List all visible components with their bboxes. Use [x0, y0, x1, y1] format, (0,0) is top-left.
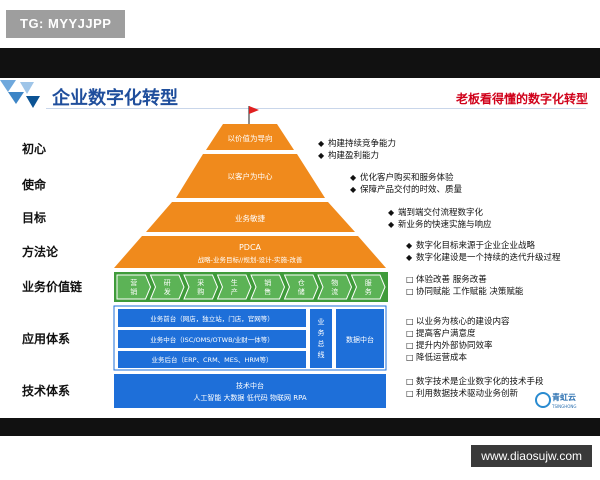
- value-chain-step-label: 务: [365, 287, 372, 296]
- value-chain-step-label: 生: [231, 278, 238, 287]
- top-black-band: [0, 48, 600, 78]
- value-chain-step-label: 物: [331, 278, 338, 287]
- desc-7-item: □利用数据技术驱动业务创新: [406, 389, 519, 399]
- value-chain-step-label: 采: [197, 278, 204, 287]
- value-chain-step-label: 流: [331, 287, 338, 296]
- desc-5-item: □协同赋能 工作赋能 决策赋能: [406, 287, 524, 297]
- bus-text-char: 业: [318, 317, 325, 326]
- value-chain-step-label: 发: [164, 287, 171, 296]
- tier-method-title: PDCA: [239, 243, 262, 252]
- pyramid-diagram: 以价值为导向 以客户为中心 业务敏捷 PDCA 战略-业务目标//规划-设计-实…: [113, 106, 577, 409]
- bus-text-char: 总: [318, 339, 325, 348]
- site-url-badge: www.diaosujw.com: [471, 445, 592, 467]
- value-chain-step-label: 服: [365, 279, 372, 287]
- slide: 企业数字化转型 老板看得懂的数字化转型 初心 使命 目标 方法论 业务价值链 应…: [0, 78, 600, 418]
- desc-1-item: ◆构建盈利能力: [318, 151, 380, 161]
- tier-method: [114, 236, 386, 268]
- value-chain-step-label: 仓: [298, 278, 305, 287]
- label-chuxin: 初心: [22, 142, 47, 156]
- label-fangfalun: 方法论: [22, 245, 59, 259]
- desc-3-item: ◆端到端交付流程数字化: [388, 208, 484, 218]
- desc-4-item: ◆数字化目标来源于企业企业战略: [406, 241, 536, 251]
- tier-top: [206, 124, 294, 150]
- desc-block-3: ◆端到端交付流程数字化 ◆新业务的快速实施与响应: [388, 207, 492, 231]
- desc-2-item: ◆保障产品交付的时效、质量: [350, 185, 463, 195]
- data-platform-text: 数据中台: [346, 335, 374, 344]
- app-back-text: 业务后台（ERP、CRM、MES、HRM等）: [151, 355, 272, 364]
- desc-block-6: □以业务为核心的建设内容 □提高客户满意度 □提升内外部协同效率 □降低运营成本: [406, 316, 510, 364]
- desc-4-item: ◆数字化建设是一个持续的迭代升级过程: [406, 253, 561, 263]
- label-mubiao: 目标: [22, 211, 47, 225]
- desc-6-item: □降低运营成本: [406, 353, 468, 363]
- desc-block-5: □体验改善 服务改善 □协同赋能 工作赋能 决策赋能: [406, 274, 523, 298]
- value-chain-step-label: 购: [197, 287, 204, 296]
- tier-mission: [176, 154, 325, 198]
- bus-box: [310, 309, 332, 368]
- data-platform-box: [336, 309, 384, 368]
- tech-box: [114, 374, 386, 408]
- label-app-system: 应用体系: [22, 332, 71, 346]
- app-middle-text: 业务中台（ISC/OMS/OTWB/业财一体等）: [150, 335, 273, 344]
- tech-line2: 人工智能 大数据 低代码 物联网 RPA: [193, 393, 307, 402]
- slide-subtitle: 老板看得懂的数字化转型: [455, 92, 588, 106]
- desc-6-item: □提高客户满意度: [406, 329, 476, 339]
- value-chain-step-label: 产: [231, 287, 238, 296]
- watermark-badge: TG: MYYJJPP: [6, 10, 126, 38]
- value-chain-step-label: 售: [264, 287, 271, 296]
- logo-text: 青虹云: [552, 392, 576, 402]
- desc-3-item: ◆新业务的快速实施与响应: [388, 220, 492, 230]
- value-chain-step: [116, 274, 152, 300]
- desc-6-item: □提升内外部协同效率: [406, 341, 493, 351]
- value-chain-step-label: 营: [130, 278, 137, 287]
- desc-block-1: ◆构建持续竞争能力 ◆构建盈利能力: [318, 138, 396, 162]
- tier-goal-text: 业务敏捷: [235, 213, 265, 223]
- app-front-box: [118, 309, 306, 327]
- tier-top-text: 以价值为导向: [228, 133, 273, 143]
- slide-title: 企业数字化转型: [52, 88, 178, 109]
- value-chain-step-label: 研: [164, 279, 171, 287]
- tier-goal: [146, 202, 355, 232]
- bus-text-char: 线: [318, 350, 325, 359]
- bottom-black-band: [0, 418, 600, 436]
- value-chain-step: [183, 274, 219, 300]
- desc-1-item: ◆构建持续竞争能力: [318, 139, 397, 149]
- bus-text-char: 务: [318, 328, 325, 337]
- desc-block-4: ◆数字化目标来源于企业企业战略 ◆数字化建设是一个持续的迭代升级过程: [406, 240, 561, 264]
- label-value-chain: 业务价值链: [22, 280, 83, 294]
- label-shiming: 使命: [22, 178, 47, 192]
- value-chain-step-label: 销: [264, 278, 271, 287]
- value-chain-step: [216, 274, 252, 300]
- tier-mission-text: 以客户为中心: [228, 171, 273, 181]
- app-middle-box: [118, 330, 306, 348]
- desc-6-item: □以业务为核心的建设内容: [406, 317, 510, 327]
- value-chain-step: [149, 274, 185, 300]
- value-chain-step: [250, 274, 286, 300]
- label-tech-system: 技术体系: [22, 384, 71, 398]
- desc-7-item: □数字技术是企业数字化的技术手段: [406, 377, 544, 387]
- value-chain-step: [317, 274, 353, 300]
- value-chain-step: [350, 274, 386, 300]
- title-underline: [46, 108, 586, 109]
- desc-2-item: ◆优化客户购买和服务体验: [350, 173, 454, 183]
- tier-method-sub: 战略-业务目标//规划-设计-实施-改善: [198, 255, 303, 264]
- tech-line1: 技术中台: [236, 381, 264, 390]
- flag-icon: [249, 106, 259, 114]
- decor-triangles-icon: [0, 80, 40, 108]
- desc-5-item: □体验改善 服务改善: [406, 275, 487, 285]
- logo-icon: [535, 392, 551, 408]
- app-front-text: 业务前台（网店，独立站，门店，官网等）: [150, 314, 274, 323]
- desc-block-7: □数字技术是企业数字化的技术手段 □利用数据技术驱动业务创新: [406, 376, 544, 400]
- value-chain-step: [283, 274, 319, 300]
- value-chain-step-label: 销: [130, 287, 137, 296]
- logo-sub: TSINGHONG: [551, 404, 577, 409]
- value-chain-step-label: 储: [298, 287, 305, 296]
- desc-block-2: ◆优化客户购买和服务体验 ◆保障产品交付的时效、质量: [350, 172, 462, 196]
- app-back-box: [118, 351, 306, 368]
